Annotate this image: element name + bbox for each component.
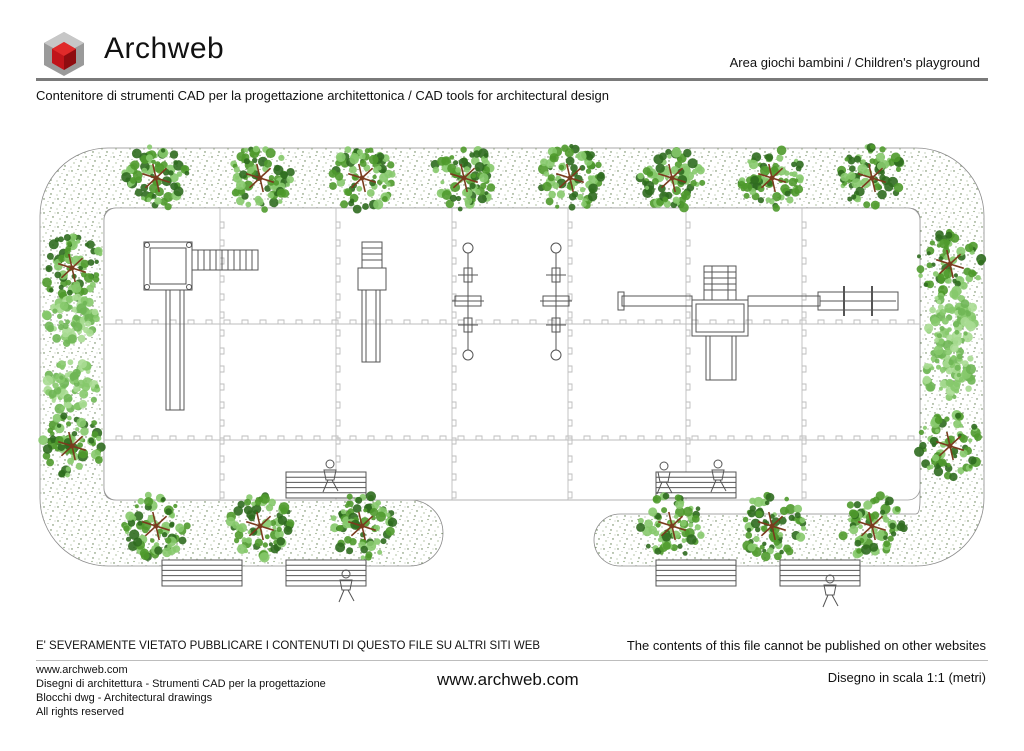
footer-center-url[interactable]: www.archweb.com: [437, 670, 579, 689]
footer-rights: All rights reserved: [36, 706, 125, 718]
spring-rockers: [452, 242, 572, 361]
tree: [636, 492, 705, 556]
tree: [38, 412, 106, 478]
combo-play-structure: [617, 265, 899, 381]
footer-divider: [36, 660, 988, 661]
warning-english: The contents of this file cannot be publ…: [626, 638, 986, 653]
slide-tower-left: [143, 241, 259, 411]
drawing-scale: Disegno in scala 1:1 (metri): [827, 670, 986, 685]
person-figure: [322, 459, 339, 493]
footer-website[interactable]: www.archweb.com: [36, 664, 128, 676]
shrub: [42, 359, 101, 414]
slide-small: [357, 241, 387, 363]
bench: [779, 559, 861, 587]
archweb-cube-logo-icon: [44, 32, 84, 76]
tile-puzzle-joints: [115, 221, 915, 499]
tree: [230, 145, 295, 213]
person-figure: [338, 569, 355, 603]
tree: [737, 145, 804, 212]
shrub: [41, 293, 100, 347]
tree: [430, 146, 496, 212]
tree: [42, 233, 103, 302]
bench: [655, 559, 737, 587]
person-figure: [710, 459, 727, 493]
rubber-play-surface: [103, 207, 921, 501]
trees: [38, 143, 987, 563]
footer-line-blocks: Blocchi dwg - Architectural drawings: [36, 692, 213, 704]
bench: [285, 559, 367, 587]
tree: [225, 492, 295, 563]
tree: [914, 410, 982, 482]
shrub: [924, 292, 979, 351]
tree: [742, 491, 807, 562]
tree: [837, 143, 905, 210]
tree: [328, 146, 396, 214]
footer-line-drawings: Disegni di architettura - Strumenti CAD …: [36, 678, 326, 690]
tree: [330, 491, 398, 561]
header-divider: [36, 78, 988, 81]
tree: [635, 147, 706, 213]
tree: [538, 144, 605, 211]
person-figure: [822, 574, 839, 608]
tree: [121, 491, 191, 561]
tree: [121, 144, 190, 211]
page-subtitle: Contenitore di strumenti CAD per la prog…: [36, 88, 610, 103]
tree: [916, 228, 987, 299]
shrub: [922, 343, 977, 401]
drawing-title: Area giochi bambini / Children's playgro…: [729, 55, 980, 70]
brand-name: Archweb: [104, 32, 225, 65]
tree: [838, 491, 908, 559]
people-figures: [322, 459, 839, 608]
warning-italian: E' SEVERAMENTE VIETATO PUBBLICARE I CONT…: [36, 640, 541, 652]
person-figure: [656, 461, 673, 495]
bench: [161, 559, 243, 587]
